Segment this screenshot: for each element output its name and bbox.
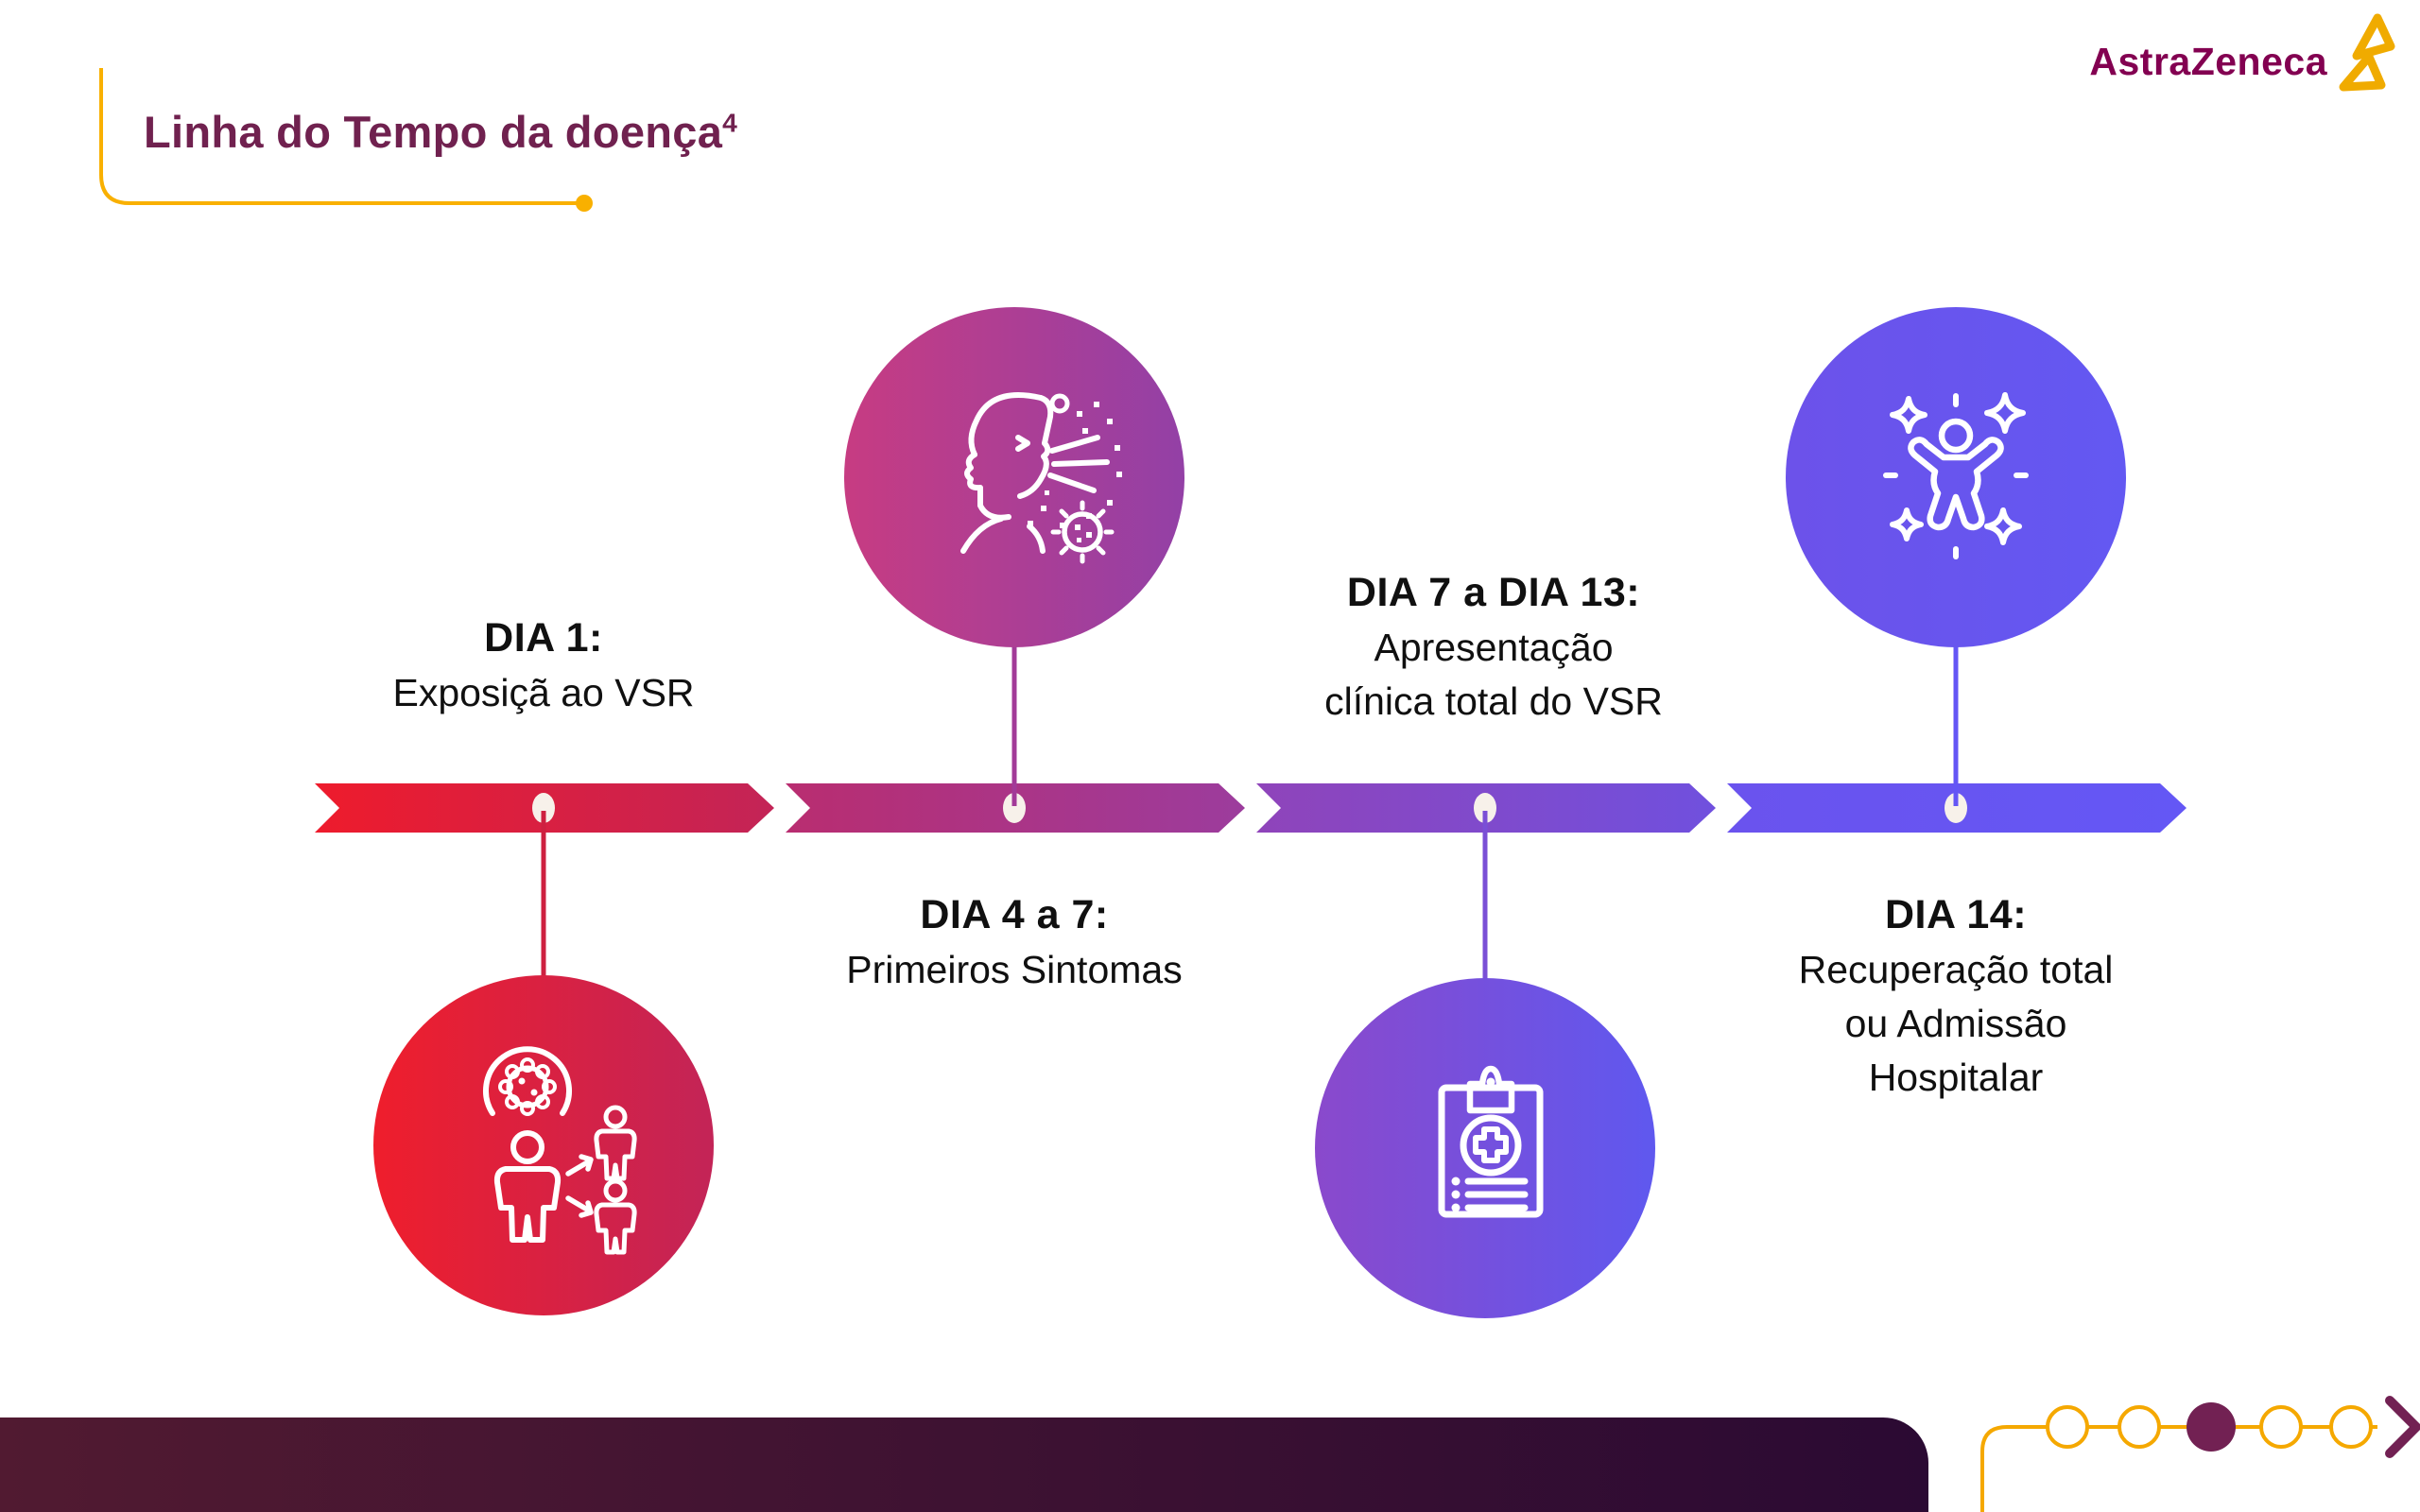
day-description-line: Hospitalar <box>1868 1056 2044 1099</box>
day-heading: DIA 7 a DIA 13: <box>1346 570 1641 615</box>
pagination <box>1980 1396 2420 1512</box>
astrazeneca-logo: AstraZeneca <box>2089 11 2401 94</box>
stage-circle-symptoms <box>844 307 1184 647</box>
page-title-text: Linha do Tempo da doença <box>144 107 723 157</box>
pagination-dot-2[interactable] <box>2118 1405 2161 1449</box>
astrazeneca-logo-text: AstraZeneca <box>2089 39 2327 83</box>
pagination-dot-5[interactable] <box>2329 1405 2373 1449</box>
timeline-label-dia-4-7: DIA 4 a 7: Primeiros Sintomas <box>731 886 1298 997</box>
timeline-label-dia-7-13: DIA 7 a DIA 13: Apresentação clínica tot… <box>1210 564 1777 729</box>
footer-bar <box>0 1418 1928 1512</box>
pagination-dot-3-active[interactable] <box>2187 1402 2236 1452</box>
day-description-line: ou Admissão <box>1844 1002 2067 1045</box>
coughing-person-icon <box>960 392 1122 564</box>
day-description-line: Exposiçã ao VSR <box>392 671 695 714</box>
astrazeneca-swoosh-icon <box>2339 13 2395 92</box>
day-description-line: clínica total do VSR <box>1324 679 1663 723</box>
connector-line-1 <box>541 811 546 979</box>
pagination-dot-4[interactable] <box>2259 1405 2303 1449</box>
day-description-line: Apresentação <box>1374 626 1614 669</box>
connector-line-3 <box>1482 811 1488 983</box>
next-arrow-icon[interactable] <box>2385 1396 2420 1458</box>
title-accent-line <box>99 68 593 212</box>
day-description-line: Recuperação total <box>1798 948 2114 991</box>
timeline-dot-1 <box>532 793 555 823</box>
timeline-dot-4 <box>1945 793 1967 823</box>
stage-circle-exposure <box>373 975 714 1315</box>
page-title: Linha do Tempo da doença4 <box>144 106 737 158</box>
timeline-label-dia-1: DIA 1: Exposiçã ao VSR <box>260 610 827 720</box>
stage-circle-recovery <box>1786 307 2126 647</box>
connector-line-2 <box>1011 645 1017 806</box>
pagination-dot-1[interactable] <box>2046 1405 2089 1449</box>
day-heading: DIA 4 a 7: <box>920 892 1109 937</box>
timeline-label-dia-14: DIA 14: Recuperação total ou Admissão Ho… <box>1672 886 2239 1105</box>
reference-superscript: 4 <box>722 107 738 138</box>
connector-line-4 <box>1953 645 1959 806</box>
virus-transmission-icon <box>483 1046 657 1259</box>
day-heading: DIA 1: <box>484 615 603 661</box>
recovery-sparkles-icon <box>1883 392 2029 559</box>
pagination-connector-line <box>1980 1425 2377 1512</box>
day-heading: DIA 14: <box>1884 892 2028 937</box>
day-description-line: Primeiros Sintomas <box>846 948 1183 991</box>
stage-circle-clinical <box>1315 978 1655 1318</box>
medical-report-icon <box>1438 1065 1544 1218</box>
timeline-dot-3 <box>1474 793 1496 823</box>
timeline-dot-2 <box>1003 793 1026 823</box>
timeline-band <box>315 783 2187 833</box>
